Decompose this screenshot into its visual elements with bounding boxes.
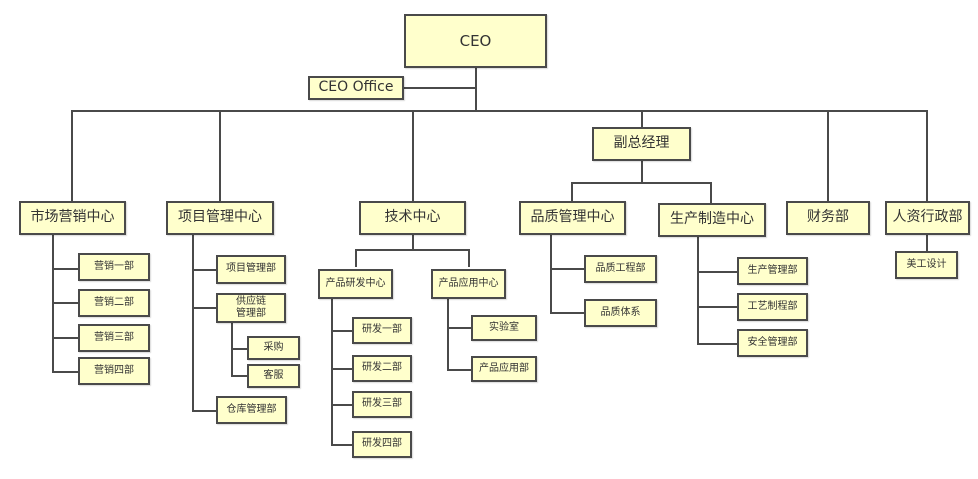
node-marketing-dept-1[interactable]: 营销一部 bbox=[78, 253, 150, 281]
connector-line bbox=[447, 327, 471, 329]
node-ceo[interactable]: CEO bbox=[404, 14, 547, 68]
connector-line bbox=[331, 368, 353, 370]
node-finance-dept[interactable]: 财务部 bbox=[786, 201, 870, 235]
connector-line bbox=[52, 302, 80, 304]
connector-line bbox=[641, 110, 643, 128]
connector-line bbox=[468, 249, 470, 267]
connector-line bbox=[550, 268, 585, 270]
connector-line bbox=[412, 234, 414, 250]
connector-line bbox=[926, 110, 928, 202]
connector-line bbox=[331, 404, 353, 406]
node-marketing-dept-2[interactable]: 营销二部 bbox=[78, 289, 150, 317]
connector-line bbox=[355, 249, 469, 251]
connector-line bbox=[231, 348, 248, 350]
node-project-dept[interactable]: 项目管理部 bbox=[216, 255, 286, 284]
node-marketing-dept-3[interactable]: 营销三部 bbox=[78, 324, 150, 352]
node-project-center[interactable]: 项目管理中心 bbox=[166, 201, 274, 235]
node-production-center[interactable]: 生产制造中心 bbox=[658, 203, 766, 237]
connector-line bbox=[355, 249, 357, 267]
node-process-eng-dept[interactable]: 工艺制程部 bbox=[737, 293, 808, 321]
connector-line bbox=[641, 159, 643, 183]
connector-line bbox=[697, 235, 699, 344]
node-procurement[interactable]: 采购 bbox=[247, 336, 300, 360]
connector-line bbox=[827, 110, 829, 202]
node-vice-general-manager[interactable]: 副总经理 bbox=[592, 127, 691, 161]
connector-line bbox=[52, 337, 80, 339]
node-tech-center[interactable]: 技术中心 bbox=[359, 201, 466, 235]
connector-line bbox=[550, 234, 552, 314]
node-art-design[interactable]: 美工设计 bbox=[895, 251, 958, 279]
connector-line bbox=[403, 87, 476, 89]
node-quality-center[interactable]: 品质管理中心 bbox=[519, 201, 626, 235]
connector-line bbox=[192, 234, 194, 411]
connector-line bbox=[231, 375, 248, 377]
node-app-center[interactable]: 产品应用中心 bbox=[431, 269, 506, 299]
connector-line bbox=[550, 312, 585, 314]
connector-line bbox=[52, 268, 80, 270]
connector-line bbox=[697, 271, 737, 273]
connector-line bbox=[697, 306, 737, 308]
connector-line bbox=[571, 182, 712, 184]
node-lab[interactable]: 实验室 bbox=[471, 315, 537, 341]
node-marketing-center[interactable]: 市场营销中心 bbox=[19, 201, 126, 235]
node-app-dept[interactable]: 产品应用部 bbox=[471, 356, 537, 382]
connector-line bbox=[192, 307, 216, 309]
node-supply-chain-dept[interactable]: 供应链 管理部 bbox=[216, 293, 286, 323]
node-customer-service[interactable]: 客服 bbox=[247, 364, 300, 388]
node-safety-mgmt-dept[interactable]: 安全管理部 bbox=[737, 329, 808, 357]
connector-line bbox=[447, 298, 449, 370]
node-hr-admin-dept[interactable]: 人资行政部 bbox=[885, 201, 970, 235]
connector-line bbox=[52, 371, 80, 373]
connector-line bbox=[475, 67, 477, 111]
connector-line bbox=[710, 182, 712, 204]
node-rd-dept-1[interactable]: 研发一部 bbox=[352, 317, 412, 344]
connector-line bbox=[71, 110, 73, 202]
node-rd-dept-2[interactable]: 研发二部 bbox=[352, 355, 412, 382]
connector-line bbox=[331, 444, 353, 446]
node-marketing-dept-4[interactable]: 营销四部 bbox=[78, 357, 150, 385]
connector-line bbox=[412, 110, 414, 202]
node-quality-system[interactable]: 品质体系 bbox=[584, 299, 657, 327]
node-rd-center[interactable]: 产品研发中心 bbox=[318, 269, 393, 299]
connector-line bbox=[71, 110, 828, 112]
connector-line bbox=[926, 235, 928, 253]
node-warehouse-dept[interactable]: 仓库管理部 bbox=[216, 396, 287, 424]
connector-line bbox=[219, 110, 221, 202]
connector-line bbox=[192, 269, 216, 271]
node-production-mgmt-dept[interactable]: 生产管理部 bbox=[737, 257, 808, 285]
node-rd-dept-3[interactable]: 研发三部 bbox=[352, 391, 412, 418]
connector-line bbox=[331, 330, 353, 332]
node-quality-eng-dept[interactable]: 品质工程部 bbox=[584, 255, 657, 283]
connector-line bbox=[447, 369, 471, 371]
connector-line bbox=[697, 343, 737, 345]
connector-line bbox=[331, 298, 333, 445]
node-ceo-office[interactable]: CEO Office bbox=[308, 76, 404, 100]
connector-line bbox=[192, 410, 216, 412]
connector-line bbox=[827, 110, 927, 112]
node-rd-dept-4[interactable]: 研发四部 bbox=[352, 431, 412, 458]
connector-line bbox=[571, 182, 573, 202]
